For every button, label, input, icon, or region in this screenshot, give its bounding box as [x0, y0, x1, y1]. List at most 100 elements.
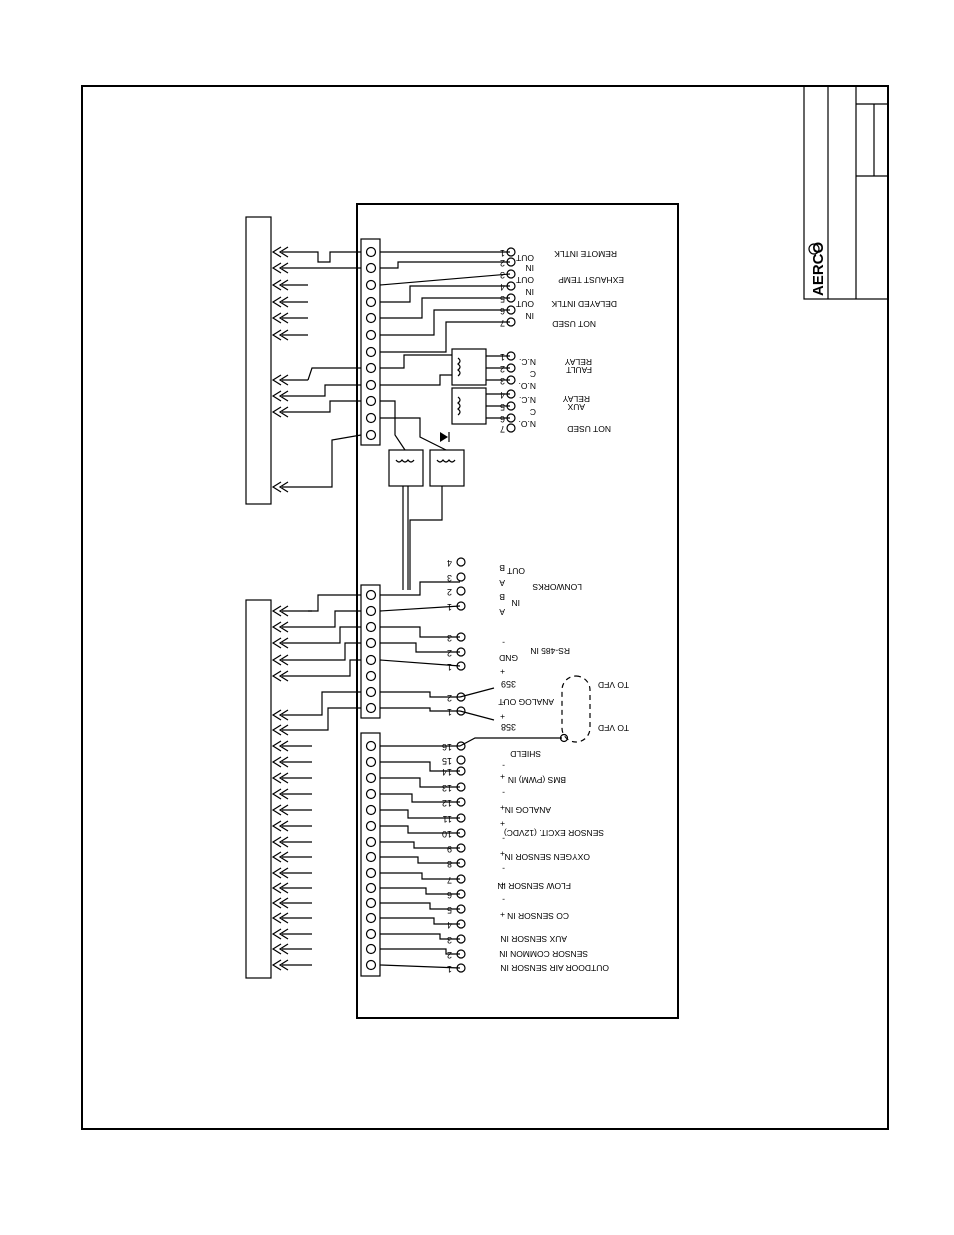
terminal-circle-icon — [456, 661, 466, 671]
terminal-number: 4 — [447, 558, 452, 568]
strip-terminal — [365, 346, 377, 358]
arrow-icon — [271, 928, 282, 940]
arrow-icon — [278, 943, 289, 955]
terminal-number: 1 — [447, 964, 452, 974]
terminal-circle-icon — [456, 858, 466, 868]
terminal-circle-icon — [456, 889, 466, 899]
wire — [312, 626, 361, 644]
label-analog-out: ANALOG OUT — [498, 697, 554, 707]
wire — [380, 887, 460, 895]
arrow-icon — [271, 374, 282, 386]
terminal-label: - — [502, 834, 505, 844]
arrow-icon — [271, 312, 282, 324]
label-to-vfd-1: TO VFD — [598, 680, 629, 690]
wire — [380, 902, 460, 910]
arrow-icon — [278, 390, 289, 402]
terminal-circle-icon — [456, 797, 466, 807]
terminal-number: 1 — [447, 707, 452, 717]
wire — [308, 384, 361, 397]
terminal-number: 14 — [442, 767, 452, 777]
terminal-label: OUT — [516, 275, 534, 285]
lower-coil-right-icon — [436, 459, 456, 463]
terminal-circle-icon — [456, 874, 466, 884]
lower-coil-left-icon — [395, 459, 415, 463]
wire — [380, 917, 460, 925]
terminal-circle-icon — [506, 413, 516, 423]
terminal-number: 3 — [447, 573, 452, 583]
lower-strip-circles — [365, 740, 377, 971]
wire — [312, 642, 361, 661]
arrow-icon — [271, 296, 282, 308]
arrow-icon — [271, 820, 282, 832]
terminal-number: 2 — [500, 364, 505, 374]
strip-terminal — [365, 362, 377, 374]
terminal-number: 10 — [442, 829, 452, 839]
terminal-label: A — [499, 607, 505, 617]
left-connector-upper — [245, 216, 272, 505]
label-not-used-2: NOT USED — [567, 424, 611, 434]
arrow-icon — [271, 756, 282, 768]
strip-terminal — [365, 412, 377, 424]
strip-terminal — [365, 867, 377, 879]
strip-terminal — [365, 804, 377, 816]
terminal-number: 9 — [447, 844, 452, 854]
arrow-icon — [278, 756, 289, 768]
upper-strip-circles — [365, 246, 377, 441]
terminal-circle-icon — [506, 363, 516, 373]
wire — [380, 626, 460, 638]
wire — [380, 872, 460, 880]
terminal-label: + — [500, 712, 505, 722]
terminal-number: 5 — [500, 402, 505, 412]
arrow-icon — [278, 605, 289, 617]
fault-coil-icon — [457, 357, 461, 377]
terminal-label: - — [502, 698, 505, 708]
aux-relay-coil-box — [451, 387, 487, 425]
wire — [380, 841, 460, 849]
label-wire-358: 358 — [501, 722, 516, 732]
terminal-circle-icon — [456, 828, 466, 838]
label-oxygen: OXYGEN SENSOR IN — [505, 852, 591, 862]
terminal-circle-icon — [506, 281, 516, 291]
arrow-icon — [271, 481, 282, 493]
lower-relay-box-right — [429, 449, 465, 487]
wire — [380, 354, 452, 369]
strip-terminal — [365, 429, 377, 441]
terminal-number: 1 — [447, 662, 452, 672]
terminal-circle-icon — [456, 557, 466, 567]
arrow-icon — [278, 709, 289, 721]
arrow-icon — [278, 740, 289, 752]
diode-icon — [440, 432, 448, 442]
middle-strip-circles — [365, 589, 377, 714]
arrow-icon — [278, 406, 289, 418]
terminal-number: 2 — [447, 693, 452, 703]
strip-terminal — [365, 395, 377, 407]
arrow-icon — [271, 329, 282, 341]
wire — [379, 273, 511, 286]
terminal-number: 7 — [447, 875, 452, 885]
terminal-circle-icon — [456, 632, 466, 642]
terminal-circle-icon — [456, 601, 466, 611]
logo-circle-icon — [808, 243, 820, 255]
strip-terminal — [365, 262, 377, 274]
terminal-circle-icon — [456, 813, 466, 823]
wire — [380, 933, 460, 940]
strip-terminal — [365, 851, 377, 863]
terminal-circle-icon — [506, 269, 516, 279]
terminal-label: - — [502, 761, 505, 771]
strip-terminal — [365, 836, 377, 848]
wire — [380, 321, 510, 353]
terminal-circle-icon — [456, 692, 466, 702]
terminal-number: 1 — [500, 352, 505, 362]
arrow-icon — [278, 851, 289, 863]
terminal-label: GND — [499, 653, 518, 663]
shielded-cable-icon — [561, 675, 591, 743]
arrow-icon — [278, 804, 289, 816]
strip-terminal — [365, 788, 377, 800]
terminal-number: 15 — [442, 756, 452, 766]
terminal-number: 4 — [500, 282, 505, 292]
arrow-icon — [278, 262, 289, 274]
wire — [312, 707, 361, 731]
terminal-label: B — [499, 563, 505, 573]
terminal-strip-upper — [360, 238, 381, 446]
wire — [380, 297, 510, 319]
